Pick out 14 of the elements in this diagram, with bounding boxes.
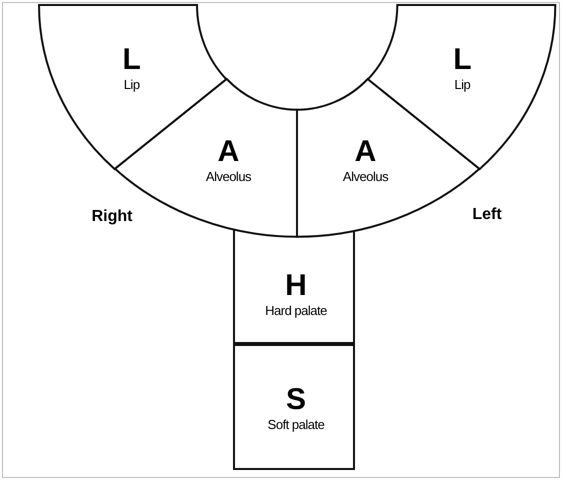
- region-name: Lip: [454, 77, 470, 94]
- region-name: Alveolus: [342, 168, 388, 185]
- side-label: Left: [472, 206, 502, 224]
- region-name: Lip: [124, 77, 140, 94]
- region-letter: A: [354, 136, 376, 168]
- region-letter: S: [286, 384, 306, 416]
- region-name: Hard palate: [265, 302, 327, 318]
- region-letter: A: [218, 136, 240, 168]
- region-letter: H: [285, 270, 307, 302]
- region-name: Alveolus: [206, 168, 252, 185]
- region-letter: L: [122, 44, 141, 76]
- side-label: Right: [92, 208, 132, 226]
- region-letter: L: [453, 44, 472, 76]
- region-name: Soft palate: [268, 417, 324, 433]
